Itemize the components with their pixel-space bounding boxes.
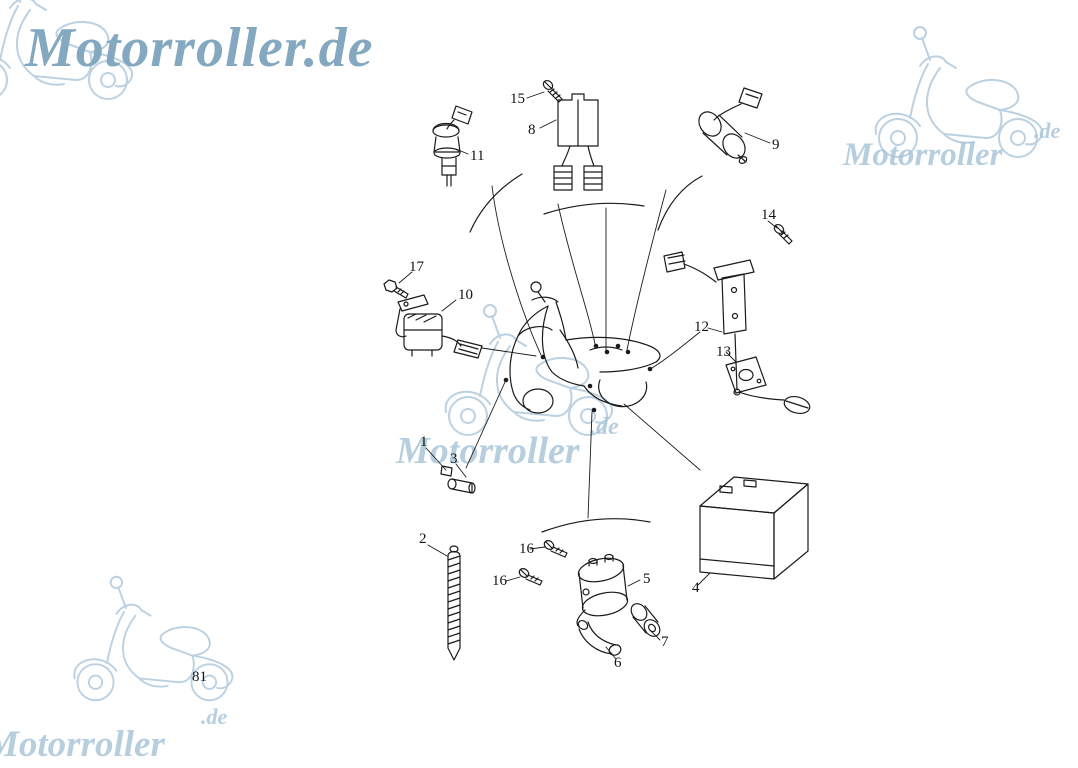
callout-7: 7 xyxy=(661,634,669,650)
part-15-screw-drawing xyxy=(542,79,563,103)
part-11-ignition-lock-drawing xyxy=(432,105,473,187)
callout-4: 4 xyxy=(692,580,700,596)
watermark-word-bottom-left: Motorroller xyxy=(0,724,165,765)
watermark-word-top-right: Motorroller xyxy=(842,137,1004,173)
scooter-watermark-icon xyxy=(73,575,234,702)
watermark-tld-top-right: .de xyxy=(1034,118,1061,143)
page-number: 81 xyxy=(192,669,207,685)
callout-16b: 16 xyxy=(492,573,508,589)
part-4-battery-drawing xyxy=(699,476,809,580)
callout-2: 2 xyxy=(419,531,427,547)
part-6-rubber-boot-drawing xyxy=(577,619,622,656)
scooter-watermark-icon xyxy=(444,304,614,436)
part-13-gasket-plate-drawing xyxy=(725,356,767,394)
part-16-screws-drawing xyxy=(518,540,568,586)
callout-9: 9 xyxy=(772,137,780,153)
part-12-fuel-sender-drawing xyxy=(663,251,811,415)
part-10-relay-drawing xyxy=(395,294,537,359)
harness-leader-lines xyxy=(465,185,701,519)
brand-logo-text: Motorroller.de xyxy=(24,17,373,79)
callout-3: 3 xyxy=(450,451,458,467)
callout-1: 1 xyxy=(420,434,428,450)
part-17-bolt-drawing xyxy=(383,279,409,299)
callout-8: 8 xyxy=(528,122,536,138)
watermark-word-center: Motorroller xyxy=(395,430,581,472)
part-9-switch-drawing xyxy=(698,87,763,164)
wire-attachment-dots xyxy=(503,343,653,413)
part-1-3-fittings-drawing xyxy=(440,465,476,494)
callout-leader-lines xyxy=(398,91,778,660)
callout-10: 10 xyxy=(458,287,473,303)
callout-12: 12 xyxy=(694,319,709,335)
part-2-spring-drawing xyxy=(447,545,461,661)
callout-15: 15 xyxy=(510,91,525,107)
watermark-tld-center: .de xyxy=(590,414,619,440)
callout-16a: 16 xyxy=(519,541,535,557)
watermark-tld-bottom-left: .de xyxy=(201,704,228,729)
grouping-bracket-arcs xyxy=(469,173,703,533)
callout-14: 14 xyxy=(761,207,777,223)
diagram-line-art xyxy=(383,79,811,661)
callout-11: 11 xyxy=(470,148,484,164)
callout-6: 6 xyxy=(614,655,622,671)
callout-13: 13 xyxy=(716,344,731,360)
callout-5: 5 xyxy=(643,571,651,587)
part-7-cap-drawing xyxy=(630,603,661,637)
callout-17: 17 xyxy=(409,259,425,275)
callout-labels: 15 8 9 11 14 17 10 12 13 1 3 2 16 16 5 4… xyxy=(409,91,780,671)
part-8-cdi-unit-drawing xyxy=(553,93,603,191)
part-14-screw-drawing xyxy=(773,223,793,245)
part-5-starter-relay-drawing xyxy=(576,553,629,628)
